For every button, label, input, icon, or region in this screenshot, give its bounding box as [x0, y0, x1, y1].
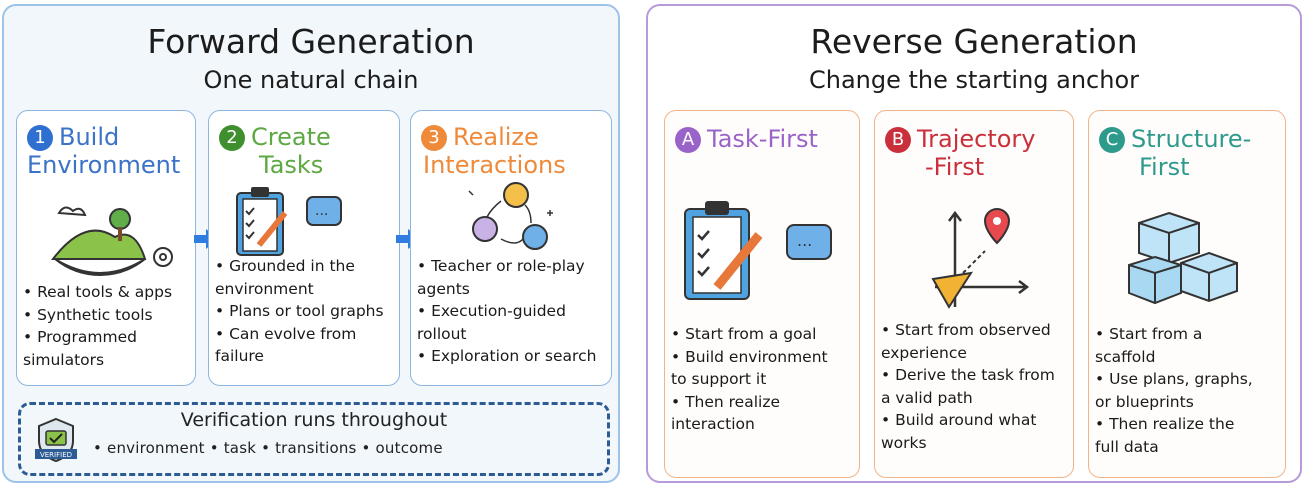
card-title-line2: Tasks [259, 151, 324, 179]
build-environment-bullets: • Real tools & apps • Synthetic tools • … [23, 283, 173, 369]
svg-text:...: ... [797, 231, 812, 250]
clipboard-chat-icon: ... [684, 201, 832, 300]
reverse-subtitle: Change the starting anchor [808, 66, 1140, 94]
option-b-badge: B [885, 127, 911, 153]
cubes-structure-icon [1128, 211, 1238, 305]
verification-items: • environment • task • transitions • out… [93, 439, 443, 457]
card-title-line1: Realize [453, 123, 539, 151]
card-title-line2: First [1139, 153, 1190, 181]
card-title-line2: Environment [27, 151, 181, 179]
agents-network-icon [468, 182, 553, 250]
reverse-generation-panel: Reverse Generation Change the starting a… [646, 4, 1302, 483]
svg-text:...: ... [315, 203, 328, 219]
card-title-line1: Trajectory [917, 125, 1036, 153]
trajectory-first-bullets: • Start from observed experience • Deriv… [881, 321, 1055, 452]
card-title-line1: Build [59, 123, 120, 151]
structure-first-bullets: • Start from a scaffold • Use plans, gra… [1095, 325, 1253, 456]
option-a-badge: A [675, 127, 701, 153]
option-c-badge: C [1099, 127, 1125, 153]
create-tasks-bullets: • Grounded in the environment • Plans or… [215, 257, 384, 365]
verified-shield-icon: VERIFIED [35, 417, 77, 463]
step-1-badge: 1 [27, 125, 53, 151]
environment-landscape-icon [50, 206, 173, 277]
verification-title: Verification runs throughout [180, 409, 448, 431]
step-2-badge: 2 [219, 125, 245, 151]
forward-subtitle: One natural chain [203, 66, 419, 94]
trajectory-path-icon [931, 207, 1030, 309]
reverse-title: Reverse Generation [810, 22, 1138, 61]
forward-title: Forward Generation [147, 22, 475, 61]
card-title-line1: Structure- [1131, 125, 1252, 153]
task-first-bullets: • Start from a goal • Build environment … [671, 325, 828, 433]
verification-box: VERIFIED Verification runs throughout • … [18, 402, 610, 476]
step-3-badge: 3 [421, 125, 447, 151]
card-title-line2: Interactions [423, 151, 566, 179]
card-title-line1: Create [251, 123, 331, 151]
svg-text:VERIFIED: VERIFIED [40, 451, 72, 459]
realize-interactions-bullets: • Teacher or role-play agents • Executio… [417, 257, 597, 365]
card-title-line1: Task-First [707, 125, 818, 153]
card-title-line2: -First [925, 153, 985, 181]
clipboard-chat-icon: ... [236, 187, 342, 256]
